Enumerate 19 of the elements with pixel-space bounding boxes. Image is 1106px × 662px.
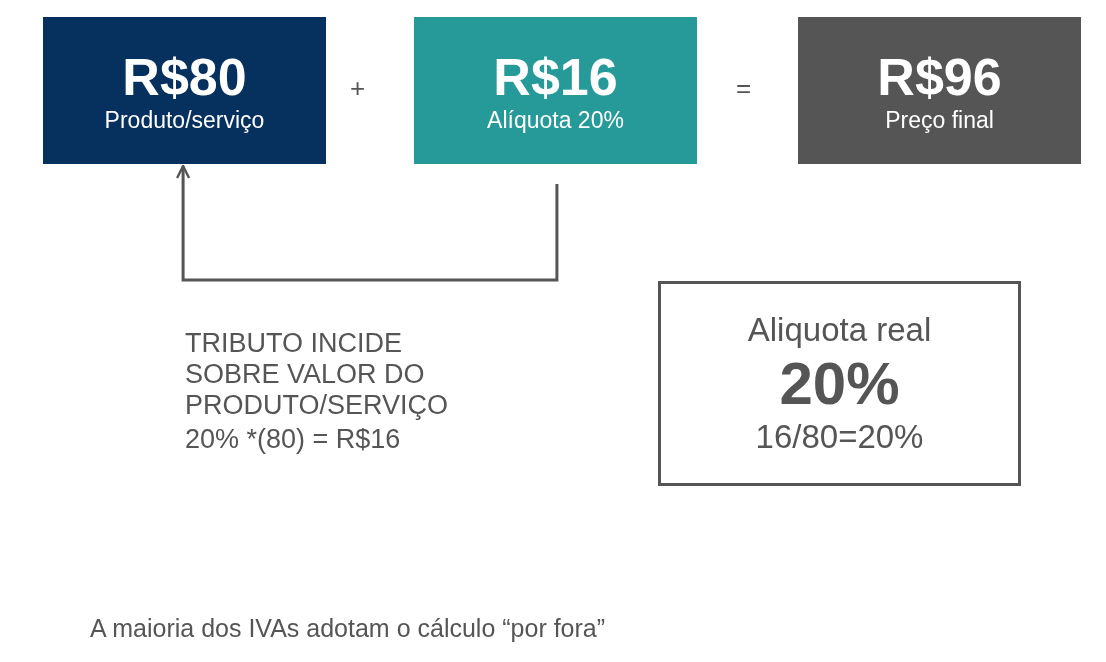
price-box (43, 17, 326, 164)
caption: A maioria dos IVAs adotam o cálculo “por fora” (90, 614, 606, 643)
price-description: Alíquota 20% (487, 107, 624, 134)
price-value: R$96 (877, 47, 1002, 108)
price-value: R$16 (493, 47, 618, 108)
elbow-arrow (175, 164, 559, 282)
result-heading: Aliquota real (747, 311, 932, 349)
price-value: R$80 (122, 47, 247, 108)
price-description: Produto/serviço (104, 107, 265, 134)
price-description: Preço final (885, 107, 994, 134)
plus-sign: + (350, 72, 366, 105)
price-box (414, 17, 697, 164)
explanation-text: TRIBUTO INCIDE SOBRE VALOR DO PRODUTO/SERVIÇO (185, 328, 450, 421)
formula-text: 20% *(80) = R$16 (185, 423, 402, 456)
result-formula: 16/80=20% (755, 418, 924, 456)
result-box (658, 281, 1021, 486)
price-box (798, 17, 1081, 164)
equals-sign: = (736, 72, 752, 105)
result-percentage: 20% (779, 349, 900, 418)
